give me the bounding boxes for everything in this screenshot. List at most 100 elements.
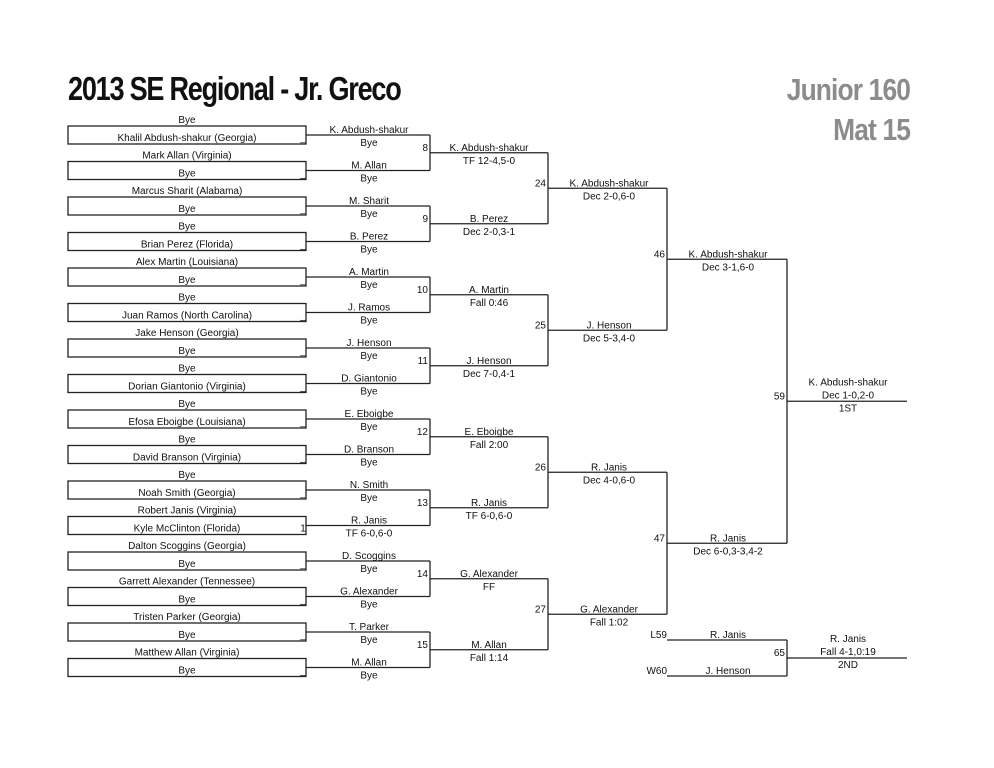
round3-result: TF 12-4,5-0 (463, 156, 516, 167)
round4-result: Dec 5-3,4-0 (583, 333, 636, 344)
round3-winner: E. Eboigbe (465, 427, 514, 438)
round3-result: TF 6-0,6-0 (466, 511, 513, 522)
round3-result: Dec 7-0,4-1 (463, 369, 516, 380)
round1-bout-number: _ (299, 595, 306, 606)
round1-top-wrestler: Bye (178, 435, 196, 446)
round2-winner: B. Perez (350, 232, 388, 243)
round1-top-wrestler: Matthew Allan (Virginia) (135, 648, 240, 659)
round1-bottom-wrestler: Noah Smith (Georgia) (138, 488, 235, 499)
round2-winner: J. Ramos (348, 303, 390, 314)
round4-winner: G. Alexander (580, 604, 638, 615)
round2-result: Bye (360, 209, 378, 220)
round2-winner: M. Sharit (349, 196, 389, 207)
round1-bout-number: _ (299, 169, 306, 180)
round3-winner: G. Alexander (460, 569, 518, 580)
round1-bottom-wrestler: David Branson (Virginia) (133, 453, 241, 464)
round2-result: Bye (360, 600, 378, 611)
round1-bottom-wrestler: Brian Perez (Florida) (141, 240, 233, 251)
weight-class-header: Junior 160 Mat 15 (787, 70, 911, 150)
round3-winner: A. Martin (469, 285, 509, 296)
round3-result: Fall 1:14 (470, 653, 509, 664)
round3-bout-number: 15 (417, 640, 429, 651)
round2-winner: A. Martin (349, 267, 389, 278)
round3-result: Dec 2-0,3-1 (463, 227, 516, 238)
round1-bottom-wrestler: Bye (178, 346, 196, 357)
round1-bout-number: _ (299, 204, 306, 215)
round1-top-wrestler: Bye (178, 115, 196, 126)
round1-bottom-wrestler: Efosa Eboigbe (Louisiana) (128, 417, 245, 428)
round2-result: Bye (360, 671, 378, 682)
round3-bout-number: 12 (417, 427, 429, 438)
round2-result: Bye (360, 316, 378, 327)
round2-winner: D. Branson (344, 445, 394, 456)
round2-result: Bye (360, 564, 378, 575)
round4-bout-number: 26 (535, 462, 547, 473)
round3-result: Fall 2:00 (470, 440, 509, 451)
round4-winner: J. Henson (586, 320, 631, 331)
second-place-winner-name: J. Henson (705, 666, 750, 677)
round2-winner: R. Janis (351, 516, 387, 527)
round1-bottom-wrestler: Bye (178, 559, 196, 570)
round2-result: Bye (360, 387, 378, 398)
round2-winner: E. Eboigbe (345, 409, 394, 420)
round2-winner: M. Allan (351, 658, 387, 669)
round2-result: Bye (360, 280, 378, 291)
round1-top-wrestler: Bye (178, 470, 196, 481)
round4-bout-number: 24 (535, 178, 547, 189)
round2-winner: N. Smith (350, 480, 388, 491)
round3-bout-number: 8 (422, 143, 428, 154)
round3-bout-number: 11 (418, 356, 429, 367)
round5-bout-number: 46 (654, 249, 666, 260)
round3-bout-number: 9 (422, 214, 428, 225)
round1-bottom-wrestler: Bye (178, 595, 196, 606)
second-place-loser-name: R. Janis (710, 630, 746, 641)
second-place-winner-label: W60 (646, 666, 667, 677)
round1-bottom-wrestler: Khalil Abdush-shakur (Georgia) (118, 133, 257, 144)
round3-winner: J. Henson (466, 356, 511, 367)
round3-winner: K. Abdush-shakur (450, 143, 530, 154)
round3-winner: R. Janis (471, 498, 507, 509)
round1-bout-number: _ (299, 417, 306, 428)
round3-winner: B. Perez (470, 214, 508, 225)
round2-result: Bye (360, 635, 378, 646)
round4-result: Dec 2-0,6-0 (583, 191, 636, 202)
round1-bout-number: _ (299, 346, 306, 357)
round2-result: TF 6-0,6-0 (346, 529, 393, 540)
round5-result: Dec 3-1,6-0 (702, 262, 755, 273)
round2-result: Bye (360, 493, 378, 504)
second-place-result: Fall 4-1,0:19 (820, 647, 876, 658)
round3-result: Fall 0:46 (470, 298, 509, 309)
round2-winner: M. Allan (351, 161, 387, 172)
round4-bout-number: 25 (535, 320, 547, 331)
round2-winner: D. Scoggins (342, 551, 396, 562)
round1-top-wrestler: Tristen Parker (Georgia) (133, 612, 240, 623)
round1-bottom-wrestler: Kyle McClinton (Florida) (134, 524, 241, 535)
round2-result: Bye (360, 138, 378, 149)
round1-bout-number: 1 (300, 524, 306, 535)
round1-bout-number: _ (299, 666, 306, 677)
champion-name: K. Abdush-shakur (809, 377, 889, 388)
round2-result: Bye (360, 174, 378, 185)
round1-bottom-wrestler: Juan Ramos (North Carolina) (122, 311, 252, 322)
final-bout-number: 59 (774, 391, 786, 402)
round4-winner: R. Janis (591, 462, 627, 473)
round1-top-wrestler: Robert Janis (Virginia) (138, 506, 237, 517)
round2-winner: K. Abdush-shakur (330, 125, 410, 136)
round5-winner: R. Janis (710, 533, 746, 544)
round1-top-wrestler: Bye (178, 293, 196, 304)
round3-result: FF (483, 582, 495, 593)
round1-top-wrestler: Jake Henson (Georgia) (135, 328, 238, 339)
final-result: Dec 1-0,2-0 (822, 390, 875, 401)
page-title: 2013 SE Regional - Jr. Greco (68, 70, 402, 107)
round2-result: Bye (360, 351, 378, 362)
round2-winner: D. Giantonio (341, 374, 397, 385)
round5-winner: K. Abdush-shakur (689, 249, 769, 260)
round1-bout-number: _ (299, 630, 306, 641)
round4-result: Dec 4-0,6-0 (583, 475, 636, 486)
round1-bout-number: _ (299, 133, 306, 144)
round1-top-wrestler: Mark Allan (Virginia) (142, 151, 231, 162)
round1-top-wrestler: Bye (178, 399, 196, 410)
round4-result: Fall 1:02 (590, 617, 629, 628)
round1-top-wrestler: Bye (178, 222, 196, 233)
round3-bout-number: 10 (417, 285, 429, 296)
